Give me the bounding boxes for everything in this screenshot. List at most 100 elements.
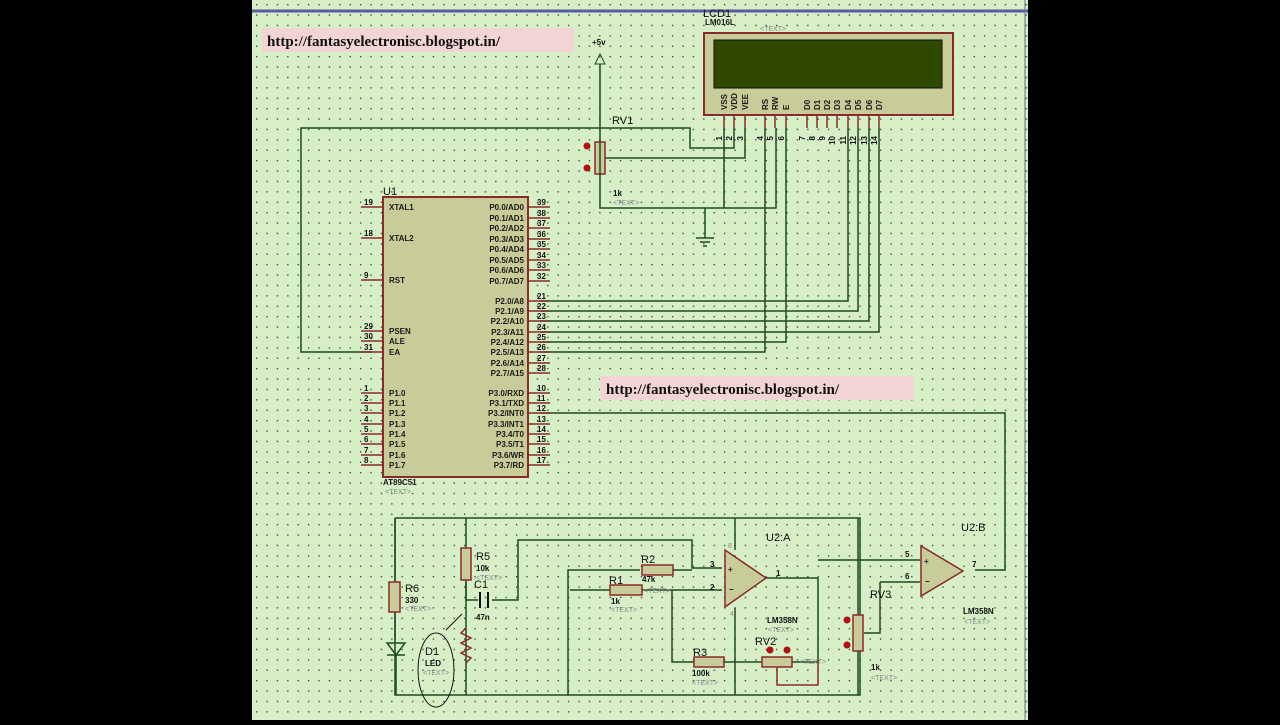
u1-pin-left[interactable]: 2P1.1 [361,394,406,408]
lcd-pin[interactable]: E6 [777,104,791,140]
r2-resistor[interactable]: R2 47k [641,554,674,584]
pin-number: 33 [537,261,546,270]
pin-number: 2 [364,394,369,403]
u2b-triangle [920,544,965,598]
pin-name: P3.5/T1 [496,440,525,449]
u1-pin-left[interactable]: 4P1.3 [361,415,406,429]
pin-name: D4 [844,99,853,110]
pin-number: 2 [725,135,734,140]
u1-pin-left[interactable]: 3P1.2 [361,404,406,418]
r6-value: 330 [405,596,419,605]
schematic-sheet[interactable]: http://fantasyelectronisc.blogspot.in/ h… [252,0,1028,720]
rv3-potentiometer[interactable]: RV3 1k <TEXT> [843,589,898,695]
lcd-pin[interactable]: RW5 [766,96,780,140]
u1-pin-left[interactable]: 5P1.4 [361,425,406,439]
pin-name: P1.7 [389,461,406,470]
pin-number: 14 [537,425,546,434]
u2b-opamp[interactable]: + − U2:B 5 6 7 LM358N <TEXT> [905,522,994,626]
pin-name: P2.0/A8 [495,297,524,306]
c1-ref: C1 [474,579,488,591]
u1-pin-left[interactable]: 8P1.7 [361,456,406,470]
pin-number: 24 [537,323,546,332]
u1-pin-left[interactable]: 7P1.6 [361,446,406,460]
r1-resistor[interactable]: R1 1k <TEXT> <TEXT> [609,575,670,614]
pin-number: 39 [537,198,546,207]
rv3-ref: RV3 [870,589,891,601]
pin-name: VSS [720,93,729,110]
rv3-terminal-dot [843,616,851,624]
pin-name: RST [389,276,405,285]
r1-value: 1k [611,597,620,606]
lcd-pin[interactable]: RS4 [756,98,770,140]
lcd-pin[interactable]: D18 [808,99,822,140]
r1-ref: R1 [609,575,623,587]
pin-number: 7 [364,446,369,455]
r1-body [609,584,643,596]
pin-number: 23 [537,312,546,321]
pin-name: XTAL1 [389,203,414,212]
c1-capacitor[interactable]: C1 47n [474,579,490,622]
r3-resistor[interactable]: R3 100k <TEXT> [692,647,725,687]
rv2-text: <TEXT> [800,659,826,666]
u1-microcontroller[interactable]: U1 19XTAL118XTAL29RST29PSEN30ALE31EA1P1.… [361,186,550,496]
d1-led[interactable]: D1 LED <TEXT> [385,632,455,708]
pin-name: P2.4/A12 [491,338,525,347]
r5-resistor[interactable]: R5 10k <TEXT> [460,547,502,582]
r3-ref: R3 [693,647,707,659]
lcd-module[interactable]: LCD1 LM016L <TEXT> VSS1VDD2VEE3RS4RW5E6D… [703,8,954,145]
u2a-opamp[interactable]: + − U2:A 3 2 1 8 4 LM358N <TEXT> [710,532,798,634]
rv2-potentiometer[interactable]: RV2 <TEXT> [724,636,826,686]
rv3-value: 1k [871,663,880,672]
lcd-pin[interactable]: D07 [798,99,812,140]
lcd-pin[interactable]: D29 [818,99,832,140]
u1-pin-left[interactable]: 6P1.5 [361,435,406,449]
r6-resistor[interactable]: R6 330 <TEXT> [388,581,431,613]
u1-pin-left[interactable]: 1P1.0 [361,384,406,398]
pin-number: 10 [537,384,546,393]
schematic-canvas[interactable]: http://fantasyelectronisc.blogspot.in/ h… [252,0,1028,720]
pin-number: 31 [364,343,373,352]
ldr-photoresistor [445,613,473,664]
pin-name: P2.1/A9 [495,307,524,316]
u2a-part: LM358N [767,616,798,625]
pin-number: 9 [818,135,827,140]
